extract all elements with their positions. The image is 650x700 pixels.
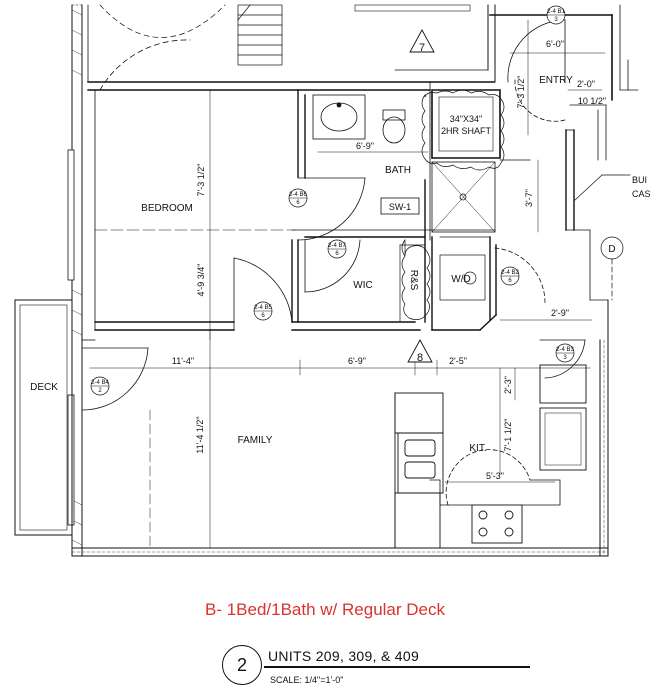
- door-tag-b4-bottom: 2: [98, 388, 102, 394]
- drawing-number: 2: [222, 645, 262, 685]
- dim-entry-small1: 2'-0": [577, 79, 595, 89]
- dim-family-width: 11'-4": [172, 356, 194, 366]
- door-tag-b5-bottom: 6: [261, 313, 265, 319]
- room-label-entry: ENTRY: [539, 75, 573, 86]
- laundry-fixtures: [399, 244, 486, 323]
- dim-kit-small: 2'-3": [503, 376, 513, 394]
- plan-caption: B- 1Bed/1Bath w/ Regular Deck: [204, 600, 445, 619]
- door-tag-b7-top: 2-4 B7: [328, 243, 346, 249]
- door-tag-b4-top: 2-4 B4: [91, 380, 109, 386]
- title-underline: [264, 666, 530, 668]
- door-tag-b3: 2-4 B3 3: [555, 343, 574, 363]
- bath-fixtures: [312, 89, 501, 233]
- dim-hall-width2: 2'-5": [449, 356, 467, 366]
- dim-bedroom-depth: 7'-3 1/2": [196, 164, 206, 197]
- door-tag-b3-top: 2-4 B3: [556, 347, 574, 353]
- left-windows: [67, 149, 75, 526]
- room-label-kit: KIT.: [469, 443, 486, 454]
- dim-bedroom-depth2: 4'-9 3/4": [196, 264, 206, 297]
- door-tag-b1-top: 2-4 B1: [547, 9, 565, 15]
- dim-entry-depth: 7'-3 1/2": [516, 76, 526, 109]
- dim-bath-depth: 3'-7": [524, 189, 534, 207]
- interior-walls: [81, 81, 609, 341]
- sw-1-label: SW-1: [389, 202, 411, 212]
- callout-label-line1: BUI: [632, 175, 647, 185]
- door-tag-b1: 2-4 B1 3: [546, 5, 565, 25]
- exterior-walls: [71, 4, 639, 557]
- sw-1-box: SW-1: [380, 197, 420, 215]
- dim-kit-depth: 7'-1 1/2": [503, 419, 513, 452]
- door-tag-b7: 2-4 B7 6: [327, 239, 346, 259]
- room-label-deck: DECK: [30, 382, 58, 393]
- room-label-bedroom: BEDROOM: [141, 203, 193, 214]
- dim-entry-small2: 10 1/2": [578, 96, 606, 106]
- door-tag-b5: 2-4 B5 6: [253, 301, 272, 321]
- door-tag-b2-top: 2-4 B2: [501, 270, 519, 276]
- dim-kit-width: 5'-3": [486, 471, 504, 481]
- room-label-rs: R&S: [408, 270, 419, 291]
- keynote-7-label: 7: [419, 42, 425, 54]
- keynote-8-label: 8: [417, 352, 423, 364]
- dim-family-depth: 11'-4 1/2": [195, 416, 205, 453]
- stair-corridor: [99, 4, 489, 71]
- dim-bath-width: 6'-9": [356, 141, 374, 151]
- door-tag-b3-bottom: 3: [563, 355, 567, 361]
- keynote-7: 7: [409, 29, 435, 54]
- callout-label-line2: CAS: [632, 189, 650, 199]
- drawing-title-block: 2 UNITS 209, 309, & 409 SCALE: 1/4"=1'-0…: [222, 645, 542, 695]
- grid-elements: [574, 174, 631, 301]
- deck-outline: [14, 299, 73, 536]
- dim-laundry-depth: 2'-9": [551, 308, 569, 318]
- door-tag-b6-top: 2-4 B6: [289, 192, 307, 198]
- door-tag-b4: 2-4 B4 2: [90, 376, 109, 396]
- shaft-label-line1: 34"X34": [450, 114, 482, 124]
- door-tag-b6: 2-4 B6 6: [288, 188, 307, 208]
- drawing-scale: SCALE: 1/4"=1'-0": [270, 675, 344, 685]
- shaft-cloud: [401, 89, 505, 320]
- door-tag-b6-bottom: 6: [296, 200, 300, 206]
- room-label-family: FAMILY: [238, 435, 273, 446]
- door-tag-b2-bottom: 6: [508, 278, 512, 284]
- door-tag-b2: 2-4 B2 6: [500, 266, 519, 286]
- shaft-label-line2: 2HR SHAFT: [441, 126, 492, 136]
- keynote-8: 8: [407, 339, 433, 364]
- door-tag-b7-bottom: 6: [335, 251, 339, 257]
- room-label-wic: WIC: [353, 280, 372, 291]
- room-label-bath: BATH: [385, 165, 411, 176]
- grid-bubble-d: D: [608, 244, 615, 255]
- kitchen-fixtures: [394, 364, 587, 549]
- door-tag-b1-bottom: 3: [554, 17, 558, 23]
- dim-entry-width: 6'-0": [546, 39, 564, 49]
- dimension-lines: [89, 19, 606, 549]
- door-swings: [81, 19, 586, 411]
- door-tag-b5-top: 2-4 B5: [254, 305, 272, 311]
- dim-hall-width: 6'-9": [348, 356, 366, 366]
- drawing-title: UNITS 209, 309, & 409: [268, 648, 420, 664]
- room-label-wd: W/D: [451, 274, 470, 285]
